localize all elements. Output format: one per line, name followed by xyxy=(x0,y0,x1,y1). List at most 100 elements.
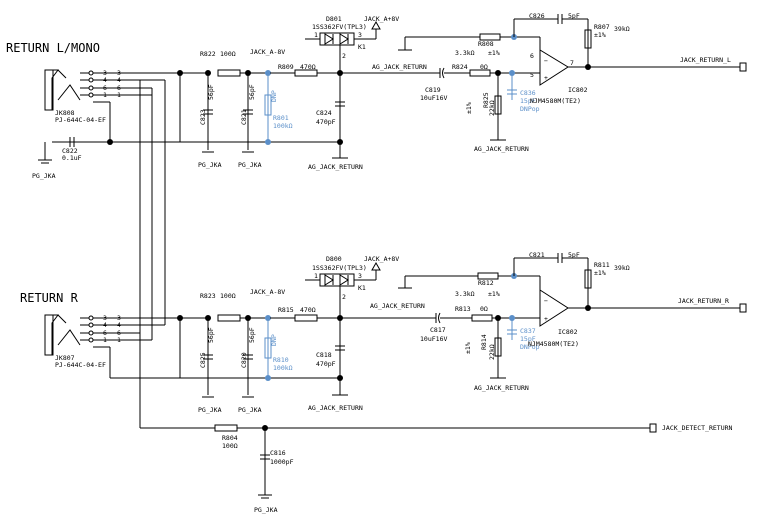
svg-text:PG_JKA: PG_JKA xyxy=(238,161,262,169)
svg-text:100Ω: 100Ω xyxy=(222,442,238,450)
svg-text:C826: C826 xyxy=(529,12,545,20)
svg-text:10uF16V: 10uF16V xyxy=(420,94,447,102)
svg-text:C820: C820 xyxy=(240,352,248,368)
svg-text:R815: R815 xyxy=(278,306,294,314)
svg-text:10uF16V: 10uF16V xyxy=(420,335,447,343)
svg-text:1: 1 xyxy=(314,272,318,280)
svg-text:22kΩ: 22kΩ xyxy=(488,344,496,360)
svg-text:C821: C821 xyxy=(240,109,248,125)
section-title-left: RETURN L/MONO xyxy=(6,41,100,55)
jack-pins xyxy=(80,70,94,98)
svg-text:100kΩ: 100kΩ xyxy=(273,122,293,130)
svg-text:15pF: 15pF xyxy=(520,335,536,343)
svg-text:PG_JKA: PG_JKA xyxy=(32,172,56,180)
detect-label: JACK_DETECT_RETURN xyxy=(662,424,733,432)
svg-text:C825: C825 xyxy=(199,352,207,368)
svg-text:R813: R813 xyxy=(455,305,471,313)
svg-text:1: 1 xyxy=(314,31,318,39)
svg-text:3: 3 xyxy=(358,272,362,280)
svg-text:DNPop: DNPop xyxy=(520,343,540,351)
svg-text:R807: R807 xyxy=(594,23,610,31)
jack-ref: JK808 xyxy=(55,109,75,117)
svg-text:0Ω: 0Ω xyxy=(480,63,488,71)
svg-text:470pF: 470pF xyxy=(316,118,336,126)
svg-text:AG_JACK_RETURN: AG_JACK_RETURN xyxy=(308,163,363,171)
svg-text:C824: C824 xyxy=(316,109,332,117)
svg-text:JACK_A+8V: JACK_A+8V xyxy=(364,15,399,23)
svg-text:C836: C836 xyxy=(520,89,536,97)
jack-pins-r xyxy=(80,315,94,343)
svg-text:−: − xyxy=(544,297,548,305)
svg-text:+: + xyxy=(544,315,548,323)
svg-text:3: 3 xyxy=(358,31,362,39)
svg-text:DNP: DNP xyxy=(270,334,278,346)
svg-text:R808: R808 xyxy=(478,40,494,48)
svg-text:+: + xyxy=(544,74,548,82)
svg-text:56pF: 56pF xyxy=(248,327,256,343)
svg-text:AG_JACK_RETURN: AG_JACK_RETURN xyxy=(474,384,529,392)
svg-text:−: − xyxy=(544,57,548,65)
svg-text:DNP: DNP xyxy=(270,90,278,102)
svg-text:K1: K1 xyxy=(358,284,366,292)
svg-text:39kΩ: 39kΩ xyxy=(614,25,630,33)
svg-text:±1%: ±1% xyxy=(594,269,606,277)
section-title-right: RETURN R xyxy=(20,291,79,305)
svg-text:R809: R809 xyxy=(278,63,294,71)
svg-text:3.3kΩ: 3.3kΩ xyxy=(455,49,475,57)
svg-text:PG_JKA: PG_JKA xyxy=(198,406,222,414)
svg-text:1SS362FV(TPL3): 1SS362FV(TPL3) xyxy=(312,264,367,272)
svg-text:R811: R811 xyxy=(594,261,610,269)
svg-text:AG_JACK_RETURN: AG_JACK_RETURN xyxy=(372,63,427,71)
svg-text:100Ω: 100Ω xyxy=(220,292,236,300)
svg-text:2: 2 xyxy=(342,293,346,301)
svg-text:100Ω: 100Ω xyxy=(220,50,236,58)
svg-text:R823: R823 xyxy=(200,292,216,300)
svg-text:AG_JACK_RETURN: AG_JACK_RETURN xyxy=(474,145,529,153)
jack-jk808 xyxy=(44,69,81,111)
svg-text:22kΩ: 22kΩ xyxy=(488,100,496,116)
svg-text:R824: R824 xyxy=(452,63,468,71)
svg-text:C819: C819 xyxy=(425,86,441,94)
svg-text:470Ω: 470Ω xyxy=(300,63,316,71)
svg-text:56pF: 56pF xyxy=(207,84,215,100)
svg-text:AG_JACK_RETURN: AG_JACK_RETURN xyxy=(308,404,363,412)
svg-text:JACK_A-8V: JACK_A-8V xyxy=(250,288,285,296)
svg-text:C823: C823 xyxy=(199,109,207,125)
svg-text:JACK_A+8V: JACK_A+8V xyxy=(364,255,399,263)
svg-text:AG_JACK_RETURN: AG_JACK_RETURN xyxy=(370,302,425,310)
svg-text:R804: R804 xyxy=(222,434,238,442)
svg-text:3.3kΩ: 3.3kΩ xyxy=(455,290,475,298)
svg-text:K1: K1 xyxy=(358,43,366,51)
svg-text:R812: R812 xyxy=(478,279,494,287)
svg-text:15pF: 15pF xyxy=(520,97,536,105)
svg-text:56pF: 56pF xyxy=(207,327,215,343)
svg-text:6: 6 xyxy=(530,52,534,60)
svg-text:±1%: ±1% xyxy=(465,102,473,114)
svg-text:0Ω: 0Ω xyxy=(480,305,488,313)
svg-text:DNPop: DNPop xyxy=(520,105,540,113)
svg-text:IC802: IC802 xyxy=(568,86,588,94)
svg-text:0.1uF: 0.1uF xyxy=(62,154,82,162)
svg-text:R810: R810 xyxy=(273,356,289,364)
svg-text:IC802: IC802 xyxy=(558,328,578,336)
svg-text:±1%: ±1% xyxy=(464,342,472,354)
jack-jk807 xyxy=(44,314,81,356)
svg-text:JACK_A-8V: JACK_A-8V xyxy=(250,48,285,56)
svg-text:100kΩ: 100kΩ xyxy=(273,364,293,372)
svg-text:C816: C816 xyxy=(270,449,286,457)
svg-text:C818: C818 xyxy=(316,351,332,359)
svg-text:39kΩ: 39kΩ xyxy=(614,264,630,272)
svg-text:1000pF: 1000pF xyxy=(270,458,294,466)
svg-text:5pF: 5pF xyxy=(568,12,580,20)
svg-text:C817: C817 xyxy=(430,326,446,334)
out-label-r: JACK_RETURN_R xyxy=(678,297,729,305)
svg-text:C821: C821 xyxy=(529,251,545,259)
svg-text:PJ-644C-04-EF: PJ-644C-04-EF xyxy=(55,361,106,369)
svg-text:NJM4580M(TE2): NJM4580M(TE2) xyxy=(530,97,581,105)
jack-part: PJ-644C-04-EF xyxy=(55,116,106,124)
svg-text:2: 2 xyxy=(342,52,346,60)
svg-text:470pF: 470pF xyxy=(316,360,336,368)
svg-text:±1%: ±1% xyxy=(594,31,606,39)
svg-text:7: 7 xyxy=(570,59,574,67)
